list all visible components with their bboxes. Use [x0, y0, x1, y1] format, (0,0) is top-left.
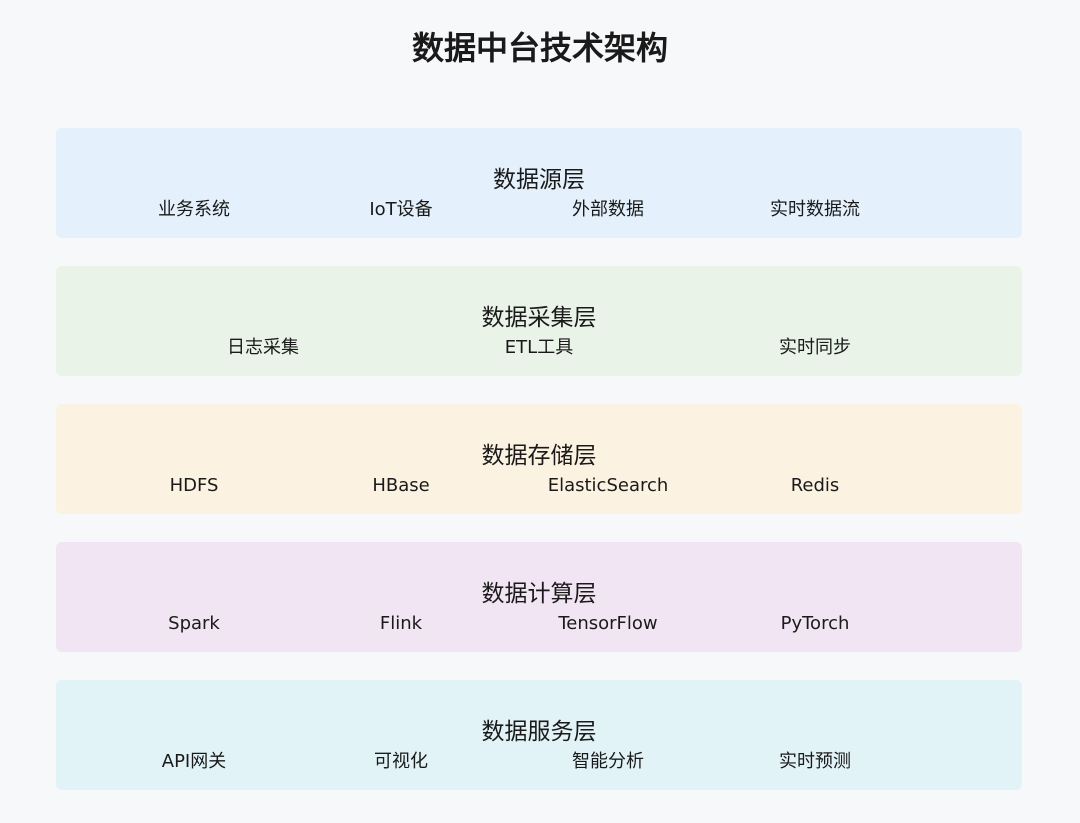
layer-item: 实时预测: [779, 751, 851, 772]
layer-item: HDFS: [169, 475, 219, 496]
layer-data-collection: 数据采集层 日志采集 ETL工具 实时同步: [56, 266, 1022, 376]
layer-title: 数据采集层: [481, 305, 597, 331]
layer-title: 数据源层: [493, 167, 585, 193]
layer-item: 外部数据: [572, 199, 644, 220]
layer-item: TensorFlow: [558, 613, 658, 634]
layer-data-source: 数据源层 业务系统 IoT设备 外部数据 实时数据流: [56, 128, 1022, 238]
layer-item: ElasticSearch: [547, 475, 669, 496]
layer-item: Flink: [379, 613, 423, 634]
layer-data-compute: 数据计算层 Spark Flink TensorFlow PyTorch: [56, 542, 1022, 652]
layer-data-service: 数据服务层 API网关 可视化 智能分析 实时预测: [56, 680, 1022, 790]
layer-item: 可视化: [374, 751, 428, 772]
layer-item: Redis: [790, 475, 840, 496]
layer-title: 数据服务层: [481, 719, 597, 745]
layer-item: API网关: [161, 751, 227, 772]
layer-item: 实时数据流: [770, 199, 860, 220]
layer-item: HBase: [372, 475, 430, 496]
layer-item: 智能分析: [572, 751, 644, 772]
layer-item: IoT设备: [369, 199, 433, 220]
layer-item: 实时同步: [779, 337, 851, 358]
diagram-title: 数据中台技术架构: [411, 29, 668, 67]
layer-item: ETL工具: [504, 337, 574, 358]
layer-title: 数据计算层: [481, 581, 597, 607]
layer-item: 业务系统: [158, 199, 230, 220]
layer-data-storage: 数据存储层 HDFS HBase ElasticSearch Redis: [56, 404, 1022, 514]
layer-item: 日志采集: [227, 337, 299, 358]
architecture-layers: 数据源层 业务系统 IoT设备 外部数据 实时数据流 数据采集层 日志采集 ET…: [56, 128, 1022, 818]
layer-item: Spark: [168, 613, 220, 634]
layer-title: 数据存储层: [481, 443, 597, 469]
layer-item: PyTorch: [780, 613, 850, 634]
